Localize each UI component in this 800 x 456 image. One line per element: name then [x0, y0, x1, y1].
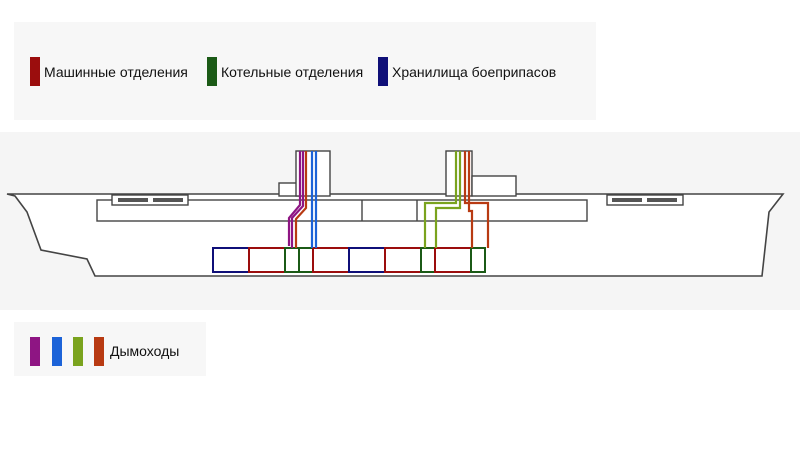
funnel-uptake-line	[434, 151, 462, 248]
boiler-compartment	[470, 247, 486, 273]
hangar-deck	[96, 199, 588, 222]
gun-mount-forward	[111, 194, 189, 206]
legend-swatch-engine-rooms	[30, 57, 40, 86]
funnel-swatch-3	[73, 337, 83, 366]
funnel-uptakes	[287, 151, 490, 248]
funnel-swatch-1	[30, 337, 40, 366]
gun-barrels	[118, 198, 677, 202]
funnel-swatch-4	[94, 337, 104, 366]
legend-label-magazines: Хранилища боеприпасов	[392, 64, 557, 80]
funnel-uptake-line	[290, 151, 305, 248]
funnel-uptake-line	[467, 151, 474, 248]
gun-barrel	[647, 198, 677, 202]
funnel-uptake-line	[463, 151, 490, 248]
funnel-uptake-line	[287, 151, 302, 246]
legend-swatch-boiler-rooms	[207, 57, 217, 86]
gun-barrel	[153, 198, 183, 202]
funnel-legend-panel	[14, 322, 206, 376]
funnel-uptake-line	[423, 151, 458, 248]
gun-mount-aft	[606, 194, 684, 206]
gun-barrel	[612, 198, 642, 202]
legend-label-engine-rooms: Машинные отделения	[44, 64, 188, 80]
funnel-swatch-2	[52, 337, 62, 366]
legend-panel	[14, 22, 596, 120]
compartments	[212, 247, 486, 273]
gun-barrel	[118, 198, 148, 202]
funnel-uptake-line	[294, 151, 308, 248]
legend-swatch-magazines	[378, 57, 388, 86]
legend-label-funnels: Дымоходы	[110, 343, 180, 359]
after-bridge	[471, 175, 517, 197]
legend-label-boiler-rooms: Котельные отделения	[221, 64, 364, 80]
